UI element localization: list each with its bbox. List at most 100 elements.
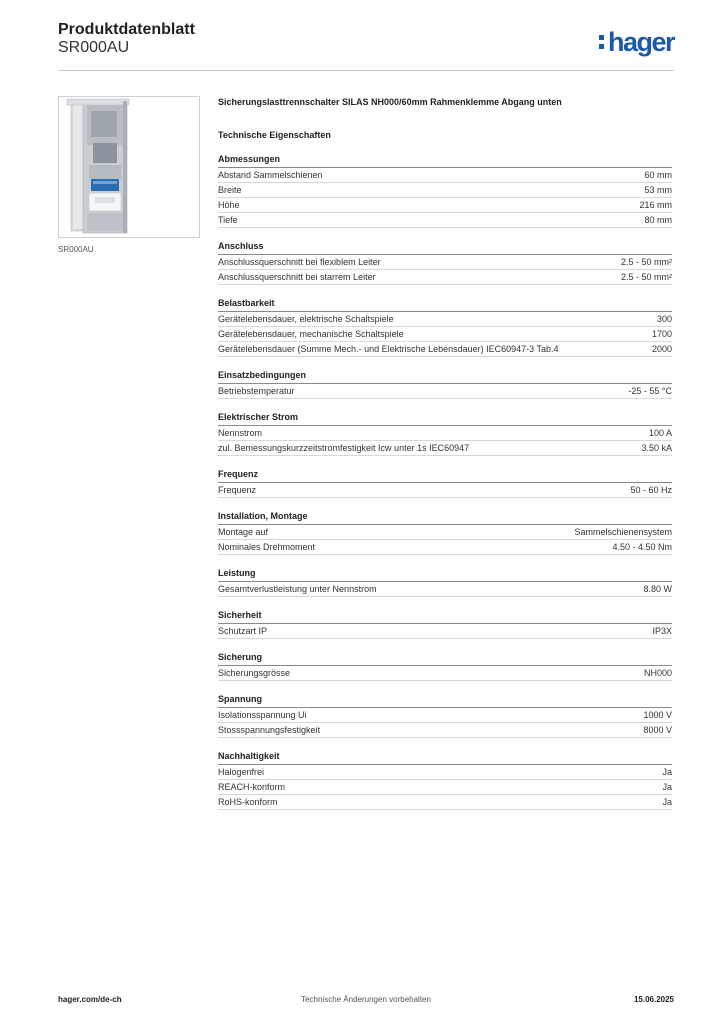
spec-label: REACH-konform (218, 782, 286, 792)
spec-value: 2000 (651, 344, 672, 354)
spec-label: Isolationsspannung Ui (218, 710, 307, 720)
section-heading: Nachhaltigkeit (218, 750, 672, 765)
spec-row: Halogenfrei Ja (218, 765, 672, 780)
spec-label: Gerätelebensdauer, mechanische Schaltspi… (218, 329, 404, 339)
section-heading: Elektrischer Strom (218, 411, 672, 426)
spec-label: Betriebstemperatur (218, 386, 295, 396)
spec-row: Höhe 216 mm (218, 198, 672, 213)
spec-label: Nominales Drehmoment (218, 542, 316, 552)
page-header: Produktdatenblatt SR000AU hager (58, 20, 676, 70)
spec-label: Tiefe (218, 215, 238, 225)
section-heading: Sicherheit (218, 609, 672, 624)
spec-row: Gerätelebensdauer, mechanische Schaltspi… (218, 327, 672, 342)
spec-label: Gerätelebensdauer (Summe Mech.- und Elek… (218, 344, 559, 354)
product-code: SR000AU (58, 39, 130, 56)
spec-row: Nominales Drehmoment 4.50 - 4.50 Nm (218, 540, 672, 555)
document-title: Produktdatenblatt (58, 21, 195, 38)
spec-value: 216 mm (639, 200, 672, 210)
spec-label: zul. Bemessungskurzzeitstromfestigkeit I… (218, 443, 470, 453)
logo-colon-icon (598, 33, 605, 51)
spec-row: Gerätelebensdauer, elektrische Schaltspi… (218, 312, 672, 327)
spec-label: Frequenz (218, 485, 257, 495)
section-heading: Anschluss (218, 240, 672, 255)
spec-label: RoHS-konform (218, 797, 278, 807)
spec-label: Gerätelebensdauer, elektrische Schaltspi… (218, 314, 394, 324)
product-photo (58, 96, 200, 238)
spec-row: Tiefe 80 mm (218, 213, 672, 228)
spec-value: 2.5 - 50 mm² (620, 257, 672, 267)
spec-value: IP3X (652, 626, 672, 636)
footer-date: 15.06.2025 (633, 995, 674, 1004)
product-photo-icon (66, 98, 130, 234)
spec-row: Sicherungsgrösse NH000 (218, 666, 672, 681)
spec-value: 4.50 - 4.50 Nm (612, 542, 672, 552)
spec-label: Sicherungsgrösse (218, 668, 291, 678)
spec-value: 3.50 kA (641, 443, 672, 453)
spec-row: Gerätelebensdauer (Summe Mech.- und Elek… (218, 342, 672, 357)
logo-text: hager (607, 27, 676, 57)
spec-value: 1000 V (643, 710, 672, 720)
spec-label: Breite (218, 185, 242, 195)
spec-row: Anschlussquerschnitt bei starrem Leiter 2… (218, 270, 672, 285)
spec-row: zul. Bemessungskurzzeitstromfestigkeit I… (218, 441, 672, 456)
spec-row: REACH-konform Ja (218, 780, 672, 795)
footer-notice: Technische Änderungen vorbehalten (301, 995, 431, 1004)
section-heading: Belastbarkeit (218, 297, 672, 312)
spec-value: -25 - 55 °C (628, 386, 672, 396)
spec-row: Nennstrom 100 A (218, 426, 672, 441)
spec-label: Nennstrom (218, 428, 263, 438)
spec-label: Höhe (218, 200, 240, 210)
spec-row: Isolationsspannung Ui 1000 V (218, 708, 672, 723)
spec-value: Ja (662, 782, 672, 792)
spec-label: Stossspannungsfestigkeit (218, 725, 321, 735)
spec-label: Montage auf (218, 527, 269, 537)
spec-label: Anschlussquerschnitt bei flexiblem Leite… (218, 257, 381, 267)
section-heading: Abmessungen (218, 153, 672, 168)
spec-value: 60 mm (644, 170, 672, 180)
spec-label: Schutzart IP (218, 626, 268, 636)
tech-properties-title: Technische Eigenschaften (218, 130, 331, 140)
spec-value: 300 (656, 314, 672, 324)
spec-row: Abstand Sammelschienen 60 mm (218, 168, 672, 183)
spec-label: Anschlussquerschnitt bei starrem Leiter (218, 272, 376, 282)
section-heading: Einsatzbedingungen (218, 369, 672, 384)
spec-row: Montage auf Sammelschienensystem (218, 525, 672, 540)
spec-row: Betriebstemperatur -25 - 55 °C (218, 384, 672, 399)
spec-row: Schutzart IP IP3X (218, 624, 672, 639)
section-heading: Spannung (218, 693, 672, 708)
section-heading: Installation, Montage (218, 510, 672, 525)
product-title: Sicherungslasttrennschalter SILAS NH000/… (218, 97, 562, 107)
spec-label: Gesamtverlustleistung unter Nennstrom (218, 584, 377, 594)
spec-content: Sicherungslasttrennschalter SILAS NH000/… (218, 96, 672, 810)
footer-website: hager.com/de-ch (58, 995, 122, 1004)
spec-value: 80 mm (644, 215, 672, 225)
spec-value: NH000 (643, 668, 672, 678)
section-heading: Frequenz (218, 468, 672, 483)
spec-label: Abstand Sammelschienen (218, 170, 323, 180)
section-heading: Leistung (218, 567, 672, 582)
spec-value: 2.5 - 50 mm² (620, 272, 672, 282)
spec-label: Halogenfrei (218, 767, 265, 777)
spec-value: Ja (662, 767, 672, 777)
spec-value: Sammelschienensystem (574, 527, 672, 537)
spec-value: 1700 (651, 329, 672, 339)
spec-row: Anschlussquerschnitt bei flexiblem Leite… (218, 255, 672, 270)
spec-value: 100 A (648, 428, 672, 438)
